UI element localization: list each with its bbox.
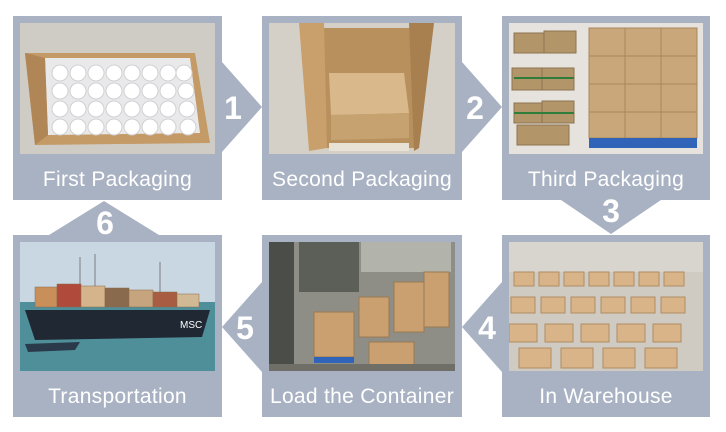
step-panel-first-packaging: First Packaging: [13, 16, 222, 200]
step-number: 1: [224, 90, 242, 126]
step-number: 4: [478, 310, 496, 346]
arrow-down-icon: [561, 200, 661, 234]
arrow-right-icon: [222, 62, 262, 152]
arrow-up-icon: [49, 201, 159, 235]
inner-carton-photo: [269, 23, 455, 154]
step-number: 6: [96, 205, 114, 241]
step-panel-third-packaging: Third Packaging: [502, 16, 710, 200]
step-number: 2: [466, 90, 484, 126]
cargo-ship-photo: MSC: [20, 242, 215, 371]
arrow-right-icon: [462, 62, 502, 152]
step-panel-load-the-container: Load the Container: [262, 235, 462, 417]
step-number: 3: [602, 193, 620, 229]
step-number: 5: [236, 310, 254, 346]
warehouse-photo: [509, 242, 703, 371]
step-panel-second-packaging: Second Packaging: [262, 16, 462, 200]
step-label: Second Packaging: [272, 168, 452, 191]
step-label: In Warehouse: [539, 385, 673, 408]
svg-text:MSC: MSC: [180, 320, 202, 331]
container-loading-photo: [269, 242, 455, 371]
cartons-on-pallet-photo: [509, 23, 703, 154]
arrow-left-icon: [222, 282, 262, 372]
step-label: First Packaging: [42, 168, 193, 191]
step-panel-transportation: MSC Transportation: [13, 235, 222, 417]
step-panel-in-warehouse: In Warehouse: [502, 235, 710, 417]
step-label: Third Packaging: [527, 168, 685, 191]
bottles-in-box-photo: [20, 23, 215, 154]
step-label: Transportation: [48, 385, 187, 408]
arrow-left-icon: [462, 282, 502, 372]
step-label: Load the Container: [269, 385, 455, 408]
